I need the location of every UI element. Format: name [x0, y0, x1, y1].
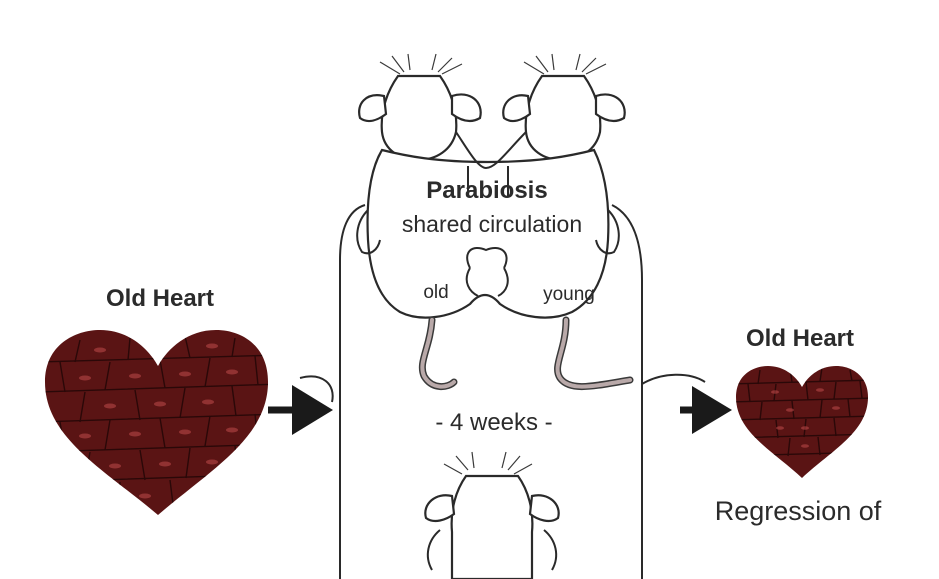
outcome-label: Regression of	[715, 496, 882, 526]
mouse-old-label: old	[423, 282, 448, 303]
old-heart-left-icon	[45, 330, 268, 515]
parabiosis-outline	[299, 204, 706, 579]
mouse-icon	[424, 451, 560, 579]
duration-label: - 4 weeks -	[435, 409, 552, 436]
left-heart-label: Old Heart	[106, 285, 214, 312]
procedure-title: Parabiosis	[426, 177, 547, 204]
procedure-subtitle: shared circulation	[402, 211, 582, 237]
arrow-right-icon	[268, 385, 333, 435]
right-heart-label: Old Heart	[746, 325, 854, 352]
mouse-pair-icon	[356, 53, 634, 391]
mouse-young-label: young	[543, 284, 595, 305]
old-heart-right-icon	[736, 366, 868, 478]
arrow-right-icon	[680, 386, 732, 434]
